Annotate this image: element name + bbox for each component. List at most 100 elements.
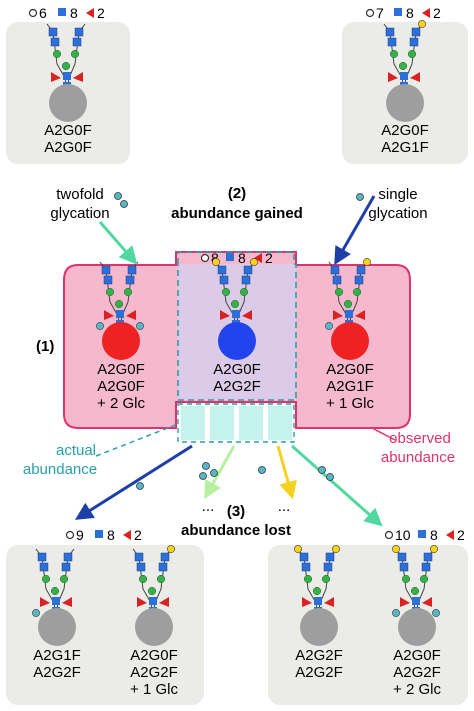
mannose-icon <box>410 586 420 596</box>
glycan-tree-icon <box>294 545 340 616</box>
circle-count-icon <box>65 530 75 540</box>
glcnac-icon <box>387 37 397 47</box>
lost-bar <box>239 406 263 440</box>
label-line3: + 1 Glc <box>130 681 178 698</box>
lost-number: (3) <box>227 503 245 520</box>
glcnac-icon <box>39 562 49 572</box>
protein-circle <box>135 608 173 646</box>
galactose-icon <box>332 545 340 553</box>
glcnac-icon <box>127 265 137 275</box>
lost-title: abundance lost <box>181 522 291 539</box>
actual-label: actual <box>56 442 96 459</box>
twofold-label: twofold <box>56 186 104 203</box>
mannose-icon <box>343 299 353 309</box>
count-squares: 8 <box>238 250 246 266</box>
mannose-icon <box>50 586 60 596</box>
mannose-icon <box>401 574 411 584</box>
glcnac-icon <box>149 597 157 605</box>
glucose-icon <box>136 482 144 490</box>
glcnac-icon <box>63 72 71 80</box>
mannose-icon <box>407 49 417 59</box>
glcnac-icon <box>158 562 168 572</box>
fucose-icon <box>355 310 365 320</box>
label-line1: A2G0F <box>44 122 92 139</box>
mannose-icon <box>156 574 166 584</box>
glcnac-icon <box>423 552 433 562</box>
glucose-icon <box>202 462 210 470</box>
square-count-icon <box>95 530 103 538</box>
twofold-label-2: glycation <box>50 205 109 222</box>
label-line1: A2G0F <box>326 361 374 378</box>
glcnac-icon <box>332 275 342 285</box>
glcnac-icon <box>103 275 113 285</box>
mannose-icon <box>70 49 80 59</box>
label-line3: + 2 Glc <box>97 395 145 412</box>
triangle-count-icon <box>422 8 430 18</box>
glcnac-icon <box>134 552 144 562</box>
glcnac-icon <box>397 552 407 562</box>
label-line3: + 2 Glc <box>393 681 441 698</box>
label-line2: A2G2F <box>295 664 343 681</box>
single-label: single <box>378 186 417 203</box>
glcnac-icon <box>354 275 364 285</box>
mannose-icon <box>230 299 240 309</box>
glycan-bottom-left-b: A2G0F A2G2F + 1 Glc <box>130 545 178 698</box>
glcnac-icon <box>101 265 111 275</box>
label-line2: A2G2F <box>33 664 81 681</box>
glcnac-icon <box>37 552 47 562</box>
glycan-bottom-right-b: A2G0F A2G2F + 2 Glc <box>392 545 441 698</box>
count-triangles: 2 <box>457 527 465 543</box>
glcnac-icon <box>330 265 340 275</box>
label-line2: A2G1F <box>326 378 374 395</box>
protein-circle <box>218 322 256 360</box>
mannose-icon <box>105 287 115 297</box>
label-line3: + 1 Glc <box>326 395 374 412</box>
mannose-icon <box>59 574 69 584</box>
glcnac-icon <box>301 562 311 572</box>
count-triangles: 2 <box>97 5 105 21</box>
glcnac-icon <box>323 562 333 572</box>
glucose-icon <box>258 466 266 474</box>
glcnac-icon <box>299 552 309 562</box>
gained-number: (2) <box>228 185 246 202</box>
glcnac-icon <box>400 72 408 80</box>
protein-circle <box>49 84 87 122</box>
label-line1: A2G1F <box>33 647 81 664</box>
circle-count-icon <box>384 530 394 540</box>
glycan-center-right: A2G0F A2G1F + 1 Glc <box>325 258 374 412</box>
glucose-icon <box>326 473 334 481</box>
label-line1: A2G0F <box>213 361 261 378</box>
protein-circle <box>38 608 76 646</box>
protein-circle <box>331 322 369 360</box>
fucose-icon <box>302 597 312 607</box>
glcnac-icon <box>48 27 58 37</box>
fucose-icon <box>73 72 83 82</box>
glycan-center-middle: A2G0F A2G2F <box>212 258 261 395</box>
label-line2: A2G2F <box>130 664 178 681</box>
mannose-icon <box>41 574 51 584</box>
circle-count-icon <box>365 8 375 18</box>
glcnac-icon <box>217 265 227 275</box>
label-line1: A2G0F <box>97 361 145 378</box>
ellipsis-left: ... <box>202 498 215 515</box>
fucose-icon <box>422 597 432 607</box>
glucose-icon <box>114 192 122 200</box>
count-circles: 10 <box>395 527 411 543</box>
fucose-icon <box>104 310 114 320</box>
galactose-icon <box>294 545 302 553</box>
ellipsis-right: ... <box>278 498 291 515</box>
lost-bar <box>181 406 205 440</box>
galactose-icon <box>363 258 371 266</box>
glcnac-icon <box>409 37 419 47</box>
lost-bar <box>210 406 234 440</box>
fucose-icon <box>400 597 410 607</box>
glcnac-icon <box>72 37 82 47</box>
label-line2: A2G1F <box>381 139 429 156</box>
glcnac-icon <box>385 27 395 37</box>
mannose-icon <box>221 287 231 297</box>
glucose-dots <box>114 192 364 490</box>
fucose-icon <box>40 597 50 607</box>
count-triangles: 2 <box>134 527 142 543</box>
arrow-to-bottom-left <box>74 444 193 520</box>
glcnac-icon <box>345 310 353 318</box>
